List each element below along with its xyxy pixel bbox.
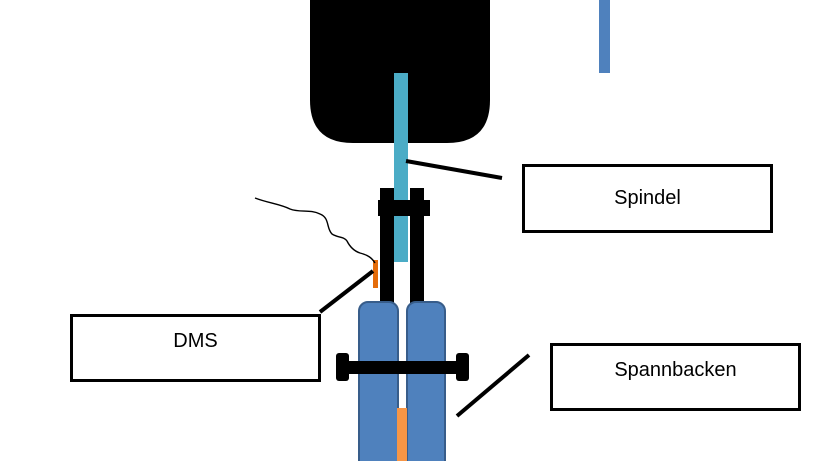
clamp-bar (340, 361, 466, 374)
specimen (397, 408, 407, 461)
spindel-label-box: Spindel (522, 164, 773, 233)
clamp-end-right (456, 353, 469, 381)
spannbacken-label-box: Spannbacken (550, 343, 801, 411)
leader-line-spannbacken (455, 353, 531, 418)
fixture-left-post (380, 188, 394, 313)
clamp-end-left (336, 353, 349, 381)
reference-bar (599, 0, 610, 73)
fixture-right-post (410, 188, 424, 313)
leader-line-dms (318, 269, 375, 314)
clamping-jaw-right (406, 301, 446, 461)
strain-gauge (373, 260, 378, 288)
spannbacken-label: Spannbacken (614, 358, 737, 381)
spindel-label: Spindel (614, 187, 681, 209)
spindle (394, 73, 408, 262)
dms-label-box: DMS (70, 314, 321, 382)
dms-label: DMS (173, 329, 218, 352)
clamping-jaw-left (358, 301, 399, 461)
machine-head (310, 0, 490, 143)
strain-gauge-wire (254, 197, 376, 264)
leader-line-spindel (405, 159, 503, 180)
